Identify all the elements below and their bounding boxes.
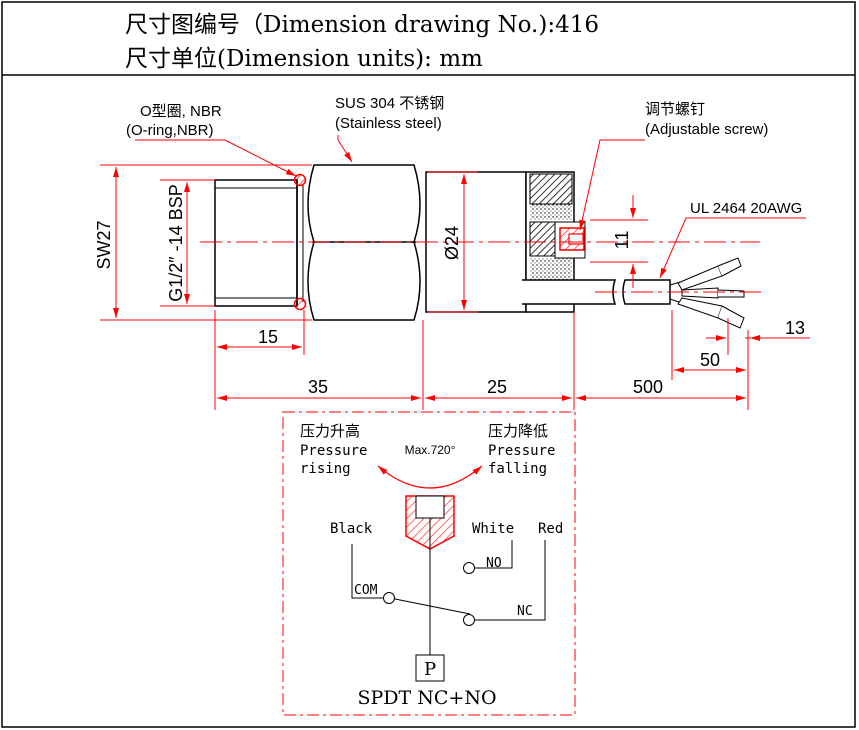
dimension-units-title: 尺寸单位(Dimension units): mm xyxy=(125,46,483,72)
oring-label-en: (O-ring,NBR) xyxy=(126,122,214,139)
pressure-port-label: P xyxy=(424,659,436,680)
dim-13: 13 xyxy=(785,318,805,338)
no-contact xyxy=(463,562,475,574)
wire-white-label: White xyxy=(472,521,514,537)
dim-sw27: SW27 xyxy=(94,220,114,269)
drawing-number-title: 尺寸图编号（Dimension drawing No.):416 xyxy=(125,12,599,38)
schematic-frame xyxy=(282,411,576,716)
spdt-label: SPDT NC+NO xyxy=(357,687,496,709)
gland-hatch-top xyxy=(529,173,573,205)
nc-label: NC xyxy=(517,604,533,619)
pressure-falling-en1: Pressure xyxy=(488,443,555,459)
thread-section xyxy=(214,179,298,307)
dim-500: 500 xyxy=(633,377,663,397)
com-contact xyxy=(383,592,395,604)
dim-25: 25 xyxy=(487,377,507,397)
rotation-arc xyxy=(377,465,483,489)
wire-2 xyxy=(681,287,719,299)
pressure-falling-en2: falling xyxy=(488,461,547,477)
pressure-rising-cn: 压力升高 xyxy=(300,423,360,440)
cable-label: UL 2464 20AWG xyxy=(690,200,802,217)
adjust-screw-label-cn: 调节螺钉 xyxy=(645,101,705,118)
sensor-body xyxy=(214,164,745,329)
wire-red-label: Red xyxy=(538,521,563,537)
switch-wiring xyxy=(351,518,546,655)
gland-hatch-mid xyxy=(529,221,559,257)
nc-contact xyxy=(463,614,475,626)
no-label: NO xyxy=(486,556,502,571)
dim-35: 35 xyxy=(308,377,328,397)
oring-bottom xyxy=(293,297,307,311)
pressure-falling-cn: 压力降低 xyxy=(488,423,548,440)
material-label-cn: SUS 304 不锈钢 xyxy=(335,95,444,112)
wire-3 xyxy=(677,297,723,319)
dim-thread: G1/2″ -14 BSP xyxy=(166,184,186,301)
pressure-rising-en1: Pressure xyxy=(300,443,367,459)
adjust-screw-label-en: (Adjustable screw) xyxy=(645,121,768,138)
max-angle-label: Max.720° xyxy=(405,443,456,457)
dim-15: 15 xyxy=(258,327,278,347)
body-tube xyxy=(425,171,527,313)
wire-1 xyxy=(677,265,723,291)
dim-50: 50 xyxy=(700,350,720,370)
com-label: COM xyxy=(354,583,378,598)
dimension-lines xyxy=(100,135,810,410)
dim-11: 11 xyxy=(612,231,632,250)
wire-black-label: Black xyxy=(330,521,373,537)
pressure-rising-en2: rising xyxy=(300,461,351,477)
dim-diameter: Ø24 xyxy=(442,226,462,260)
oring-top xyxy=(293,173,307,187)
oring-label-cn: O型圈, NBR xyxy=(140,103,222,120)
gland-dots-top xyxy=(530,204,572,220)
material-label-en: (Stainless steel) xyxy=(335,115,442,132)
pressure-port-box xyxy=(415,654,445,682)
